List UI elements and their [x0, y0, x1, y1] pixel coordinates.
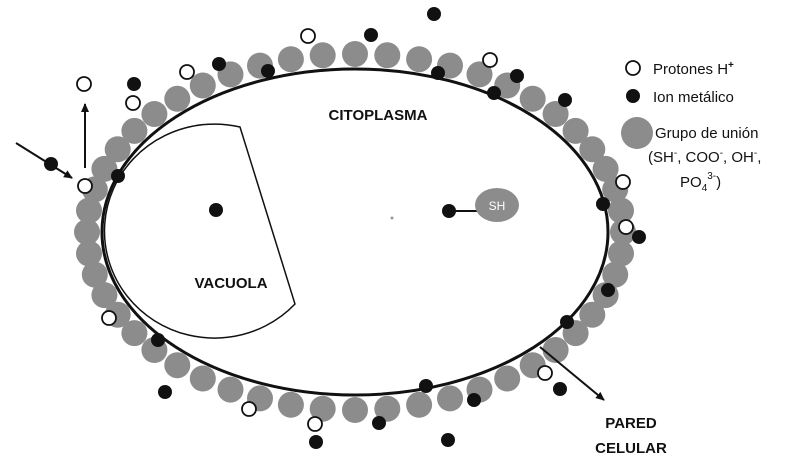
metal-ion	[372, 416, 386, 430]
metal-ion	[467, 393, 481, 407]
metal-ion	[419, 379, 433, 393]
legend-proton-label: Protones H+	[653, 60, 734, 78]
center-dot	[390, 216, 394, 220]
proton	[125, 95, 141, 111]
wall-label-line2: CELULAR	[595, 440, 667, 457]
binding-group	[104, 136, 131, 163]
proton	[179, 64, 195, 80]
metal-ion	[364, 28, 378, 42]
binding-group	[542, 337, 569, 363]
binding-group	[466, 61, 493, 88]
cytoplasm-label: CITOPLASMA	[329, 107, 428, 124]
binding-group	[494, 365, 521, 392]
binding-group	[217, 376, 244, 403]
binding-group	[579, 136, 606, 163]
metal-ion	[510, 69, 524, 83]
binding-group	[141, 101, 168, 127]
binding-group	[542, 101, 569, 127]
proton	[482, 52, 498, 68]
binding-group	[309, 42, 336, 69]
legend-binding-group-line2: (SH-, COO-, OH-,	[648, 148, 761, 166]
legend-binding-group-icon	[621, 117, 653, 149]
proton	[615, 174, 631, 190]
binding-group	[277, 46, 304, 73]
sh-group	[475, 188, 519, 222]
binding-group	[309, 395, 336, 422]
metal-ion	[127, 77, 141, 91]
proton	[300, 28, 316, 44]
binding-group	[592, 155, 619, 182]
binding-group	[608, 240, 634, 267]
wall-label-line1: PARED	[605, 415, 657, 432]
legend-binding-group-line3: PO43-)	[680, 171, 721, 194]
proton	[618, 219, 634, 235]
sh-metal-ion	[442, 204, 456, 218]
binding-group	[406, 391, 433, 418]
sh-label: SH	[489, 199, 506, 213]
binding-group	[277, 391, 304, 418]
binding-group	[342, 41, 368, 67]
vacuole-label: VACUOLA	[194, 275, 267, 292]
proton	[241, 401, 257, 417]
vacuole	[103, 123, 296, 339]
proton	[76, 76, 92, 92]
particle-layer	[44, 7, 646, 449]
proton	[307, 416, 323, 432]
binding-group	[91, 282, 118, 309]
metal-ion	[560, 315, 574, 329]
binding-group	[76, 240, 102, 267]
proton	[101, 310, 117, 326]
metal-ion	[632, 230, 646, 244]
metal-ion	[111, 169, 125, 183]
metal-ion	[441, 433, 455, 447]
vacuole-metal-ion	[209, 203, 223, 217]
binding-group	[121, 117, 148, 144]
binding-group	[164, 85, 191, 112]
metal-ion	[553, 382, 567, 396]
metal-ion	[261, 64, 275, 78]
wall-pointer-arrow	[539, 346, 605, 401]
binding-group	[342, 397, 368, 423]
metal-ion	[596, 197, 610, 211]
binding-group	[74, 219, 100, 245]
legend-metal-ion-icon	[626, 89, 640, 103]
binding-group	[374, 395, 401, 422]
binding-group	[608, 197, 634, 224]
legend: Protones H+ Ion metálico Grupo de unión …	[621, 60, 761, 194]
proton	[77, 178, 93, 194]
legend-metal-ion-label: Ion metálico	[653, 89, 734, 106]
binding-group	[81, 261, 108, 288]
binding-group	[76, 197, 102, 224]
binding-group	[437, 385, 463, 412]
metal-ion	[151, 333, 165, 347]
proton	[537, 365, 553, 381]
metal-ion	[309, 435, 323, 449]
metal-ion	[158, 385, 172, 399]
binding-group	[164, 352, 191, 379]
legend-proton-icon	[625, 60, 641, 76]
metal-ion	[212, 57, 226, 71]
binding-group	[562, 117, 589, 144]
metal-ion	[558, 93, 572, 107]
binding-group	[406, 46, 433, 73]
metal-ion	[487, 86, 501, 100]
binding-group	[189, 365, 216, 392]
binding-group	[374, 42, 401, 69]
metal-ion	[431, 66, 445, 80]
binding-group	[121, 320, 148, 347]
binding-group	[91, 155, 118, 182]
metal-ion	[601, 283, 615, 297]
binding-group	[519, 85, 546, 112]
incoming-arrow	[15, 142, 73, 179]
binding-group	[579, 301, 606, 328]
binding-group	[602, 261, 629, 288]
binding-group	[189, 72, 216, 99]
legend-binding-group-line1: Grupo de unión	[655, 125, 758, 142]
metal-ion	[427, 7, 441, 21]
